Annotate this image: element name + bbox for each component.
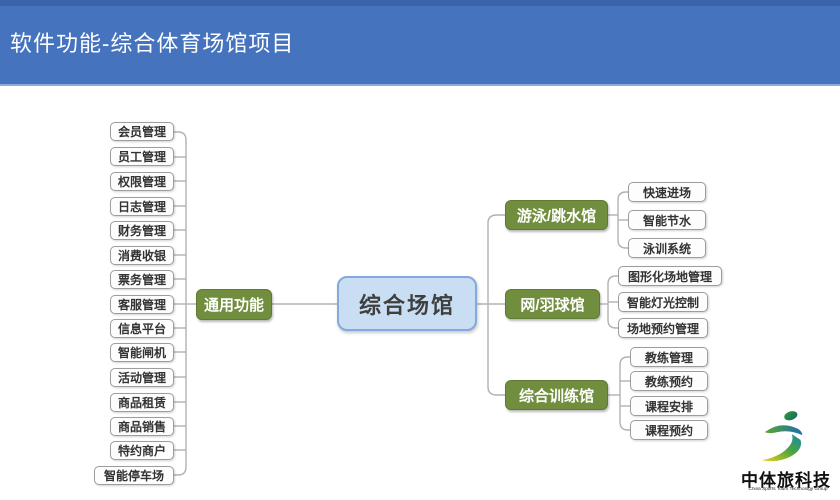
- company-logo: 中体旅科技 China Sports Tours Technology Grou…: [738, 408, 834, 496]
- company-tagline: China Sports Tours Technology Group: [748, 487, 828, 492]
- feature-node: 泳训系统: [628, 238, 706, 258]
- feature-node: 会员管理: [110, 122, 174, 141]
- root-node-comprehensive-venue: 综合场馆: [337, 276, 477, 331]
- feature-node: 财务管理: [110, 221, 174, 240]
- feature-node: 日志管理: [110, 197, 174, 216]
- feature-node: 教练预约: [630, 371, 708, 391]
- feature-node: 活动管理: [110, 368, 174, 387]
- feature-node: 商品租赁: [110, 393, 174, 412]
- company-name: 中体旅科技: [741, 471, 831, 490]
- feature-node: 商品销售: [110, 417, 174, 436]
- feature-node: 教练管理: [630, 347, 708, 367]
- feature-node: 信息平台: [110, 319, 174, 338]
- feature-node: 消费收银: [110, 246, 174, 265]
- running-figure-swoosh-icon: [761, 411, 803, 462]
- feature-node: 图形化场地管理: [618, 266, 722, 286]
- branch-training-hall: 综合训练馆: [505, 380, 608, 410]
- slide-header-bar: 软件功能-综合体育场馆项目: [0, 0, 840, 86]
- feature-node: 场地预约管理: [618, 318, 708, 338]
- feature-node: 智能闸机: [110, 343, 174, 362]
- feature-node: 员工管理: [110, 147, 174, 166]
- feature-node: 课程安排: [630, 396, 708, 416]
- feature-node: 智能灯光控制: [618, 292, 708, 312]
- feature-node: 客服管理: [110, 295, 174, 314]
- feature-node: 智能节水: [628, 210, 706, 230]
- page-title: 软件功能-综合体育场馆项目: [10, 31, 295, 56]
- feature-node: 课程预约: [630, 420, 708, 440]
- branch-swimming-diving-hall: 游泳/跳水馆: [505, 200, 608, 230]
- feature-node: 权限管理: [110, 172, 174, 191]
- feature-node: 特约商户: [110, 441, 174, 460]
- feature-node: 快速进场: [628, 182, 706, 202]
- feature-node: 票务管理: [110, 270, 174, 289]
- branch-tennis-badminton-hall: 网/羽球馆: [505, 289, 600, 319]
- header-accent-strip: [0, 0, 840, 6]
- branch-general-functions: 通用功能: [196, 289, 272, 320]
- feature-node: 智能停车场: [94, 466, 174, 485]
